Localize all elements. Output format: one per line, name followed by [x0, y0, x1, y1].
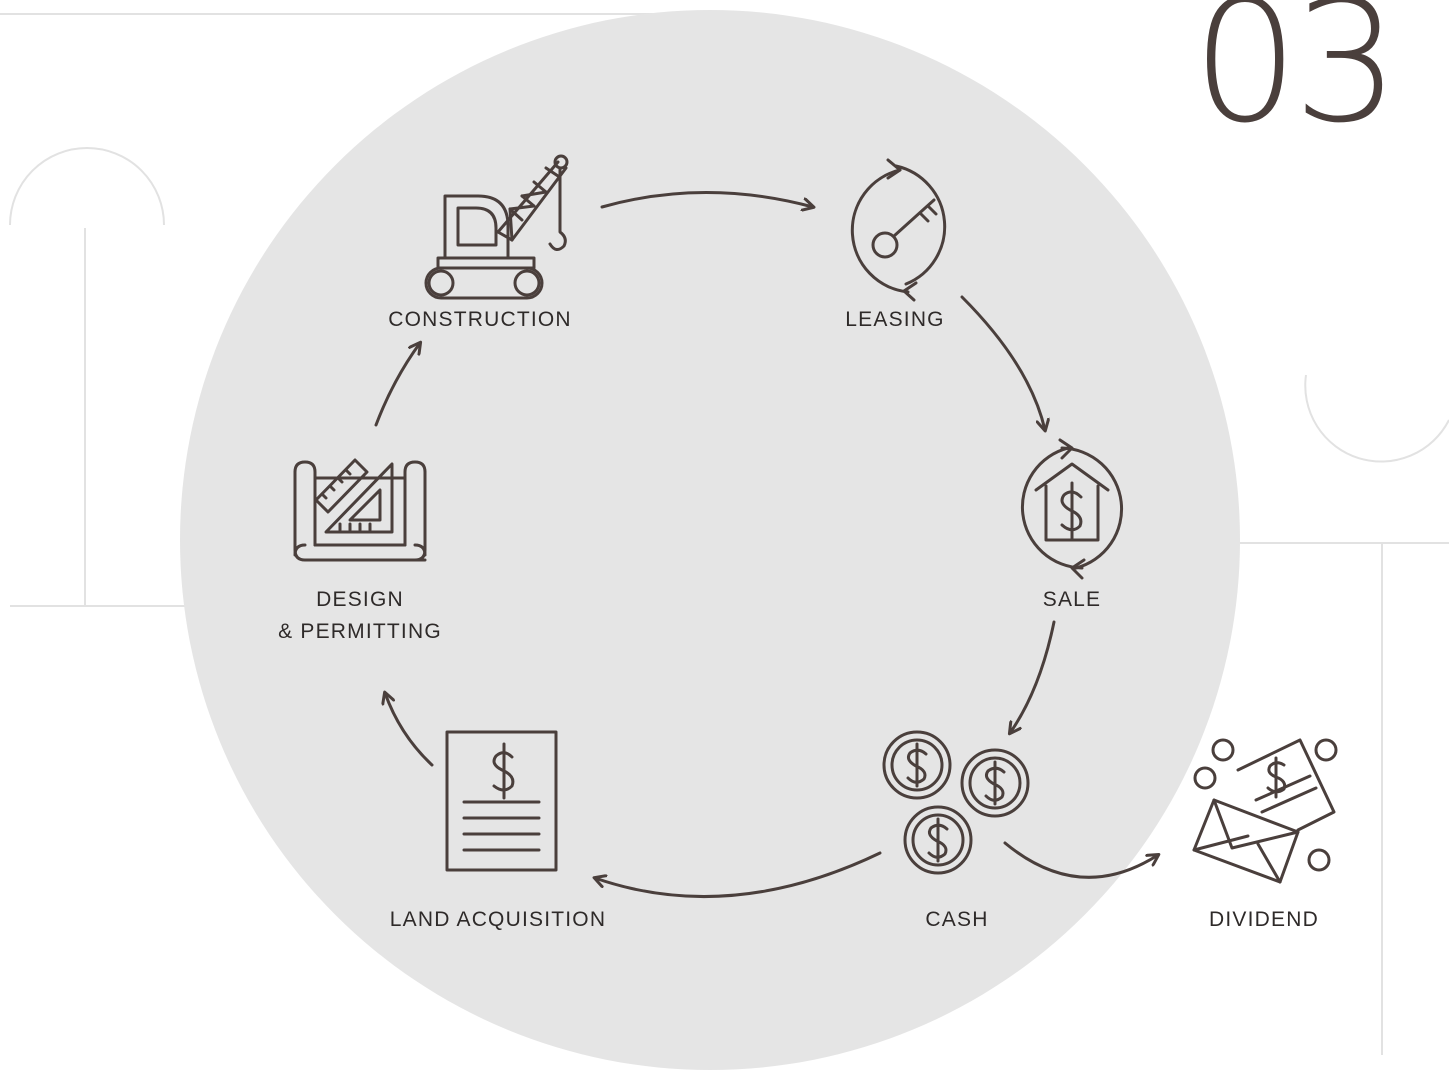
stage-label-permitting: & PERMITTING [278, 620, 442, 643]
stage-label-dividend: DIVIDEND [1209, 908, 1319, 931]
stage-label-construction: CONSTRUCTION [388, 308, 572, 331]
document-dollar-icon [445, 730, 558, 872]
arrow-construction-to-leasing [600, 191, 813, 208]
arrow-sale-to-cash [1010, 620, 1056, 733]
background-circle [180, 10, 1240, 1070]
background-decoration [0, 13, 1449, 1055]
key-cycle-icon [850, 158, 947, 302]
stage-label-sale: SALE [1042, 588, 1102, 611]
flow-arrows [374, 191, 1158, 899]
house-dollar-cycle-icon [1020, 438, 1124, 580]
stage-label-leasing: LEASING [845, 308, 945, 331]
arrow-cash-to-land [595, 851, 882, 899]
arrow-design-to-construction [374, 343, 420, 427]
arrow-land-to-design [385, 693, 434, 767]
stage-label-design: DESIGN [316, 588, 404, 611]
crane-icon [424, 154, 569, 300]
envelope-check-icon [1192, 738, 1338, 884]
blueprint-icon [293, 458, 427, 562]
coins-icon [882, 730, 1030, 875]
arrow-cash-to-dividend [1003, 841, 1158, 879]
stage-label-cash: CASH [925, 908, 989, 931]
arrow-leasing-to-sale [960, 295, 1045, 430]
page-number: 03 [1192, 0, 1400, 160]
stage-label-land-acquisition: LAND ACQUISITION [389, 908, 607, 931]
